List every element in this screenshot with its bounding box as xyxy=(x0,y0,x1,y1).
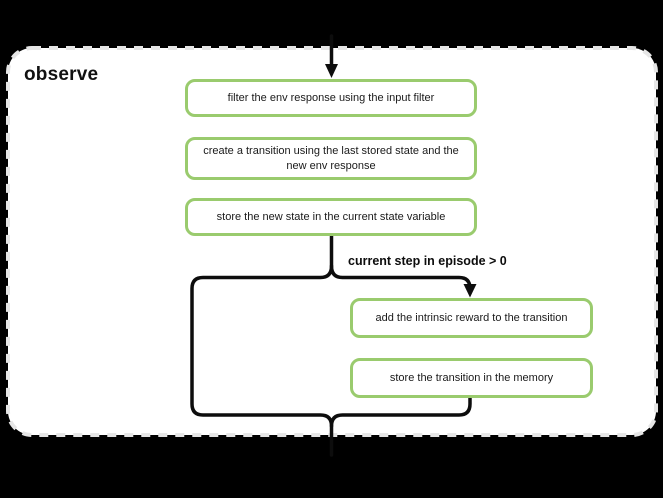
connector-merge-return xyxy=(329,396,472,428)
connector-bypass-branch xyxy=(190,234,334,457)
condition-arrowhead-icon xyxy=(463,284,477,298)
condition-label: current step in episode > 0 xyxy=(348,254,507,268)
entry-arrowhead-icon xyxy=(325,64,338,78)
node-create-transition: create a transition using the last store… xyxy=(185,137,477,180)
node-store-transition: store the transition in the memory xyxy=(350,358,593,398)
node-filter-env-response: filter the env response using the input … xyxy=(185,79,477,117)
connector-condition-branch xyxy=(329,264,472,291)
node-add-intrinsic-reward: add the intrinsic reward to the transiti… xyxy=(350,298,593,338)
group-title: observe xyxy=(24,64,99,85)
node-store-new-state: store the new state in the current state… xyxy=(185,198,477,236)
